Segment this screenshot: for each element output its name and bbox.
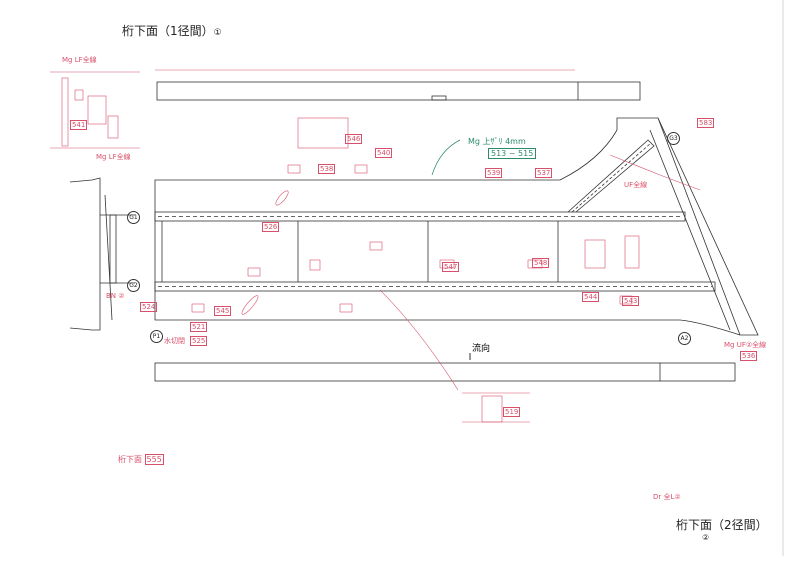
plan-box: 545 <box>214 306 232 316</box>
label-p1: P1 <box>150 330 163 343</box>
g3-box: 583 <box>697 118 715 128</box>
bottom-left-label: 桁下面 <box>118 455 142 464</box>
title-span1-mark: ① <box>213 28 222 38</box>
detail-title: Mg LF全線 <box>62 56 97 64</box>
p1-box3: 524 <box>140 302 158 312</box>
flow-detail-box: 519 <box>503 407 521 417</box>
bottom-left-box: 555 <box>144 454 164 465</box>
corner-note: Dr 全L② <box>653 493 681 501</box>
detail-bottom-note: Mg LF全線 <box>96 153 131 161</box>
plan-box: 539 <box>485 168 503 178</box>
p1-box2: 521 <box>190 322 208 332</box>
p1-box: 525 <box>190 336 208 346</box>
label-g3: G3 <box>667 132 680 145</box>
plan-box: 537 <box>535 168 553 178</box>
plan-box: 540 <box>375 148 393 158</box>
right-note: Mg UF②全線 <box>724 341 767 349</box>
green-range: 513 ~ 515 <box>488 148 537 159</box>
green-note: Mg 上ｻﾞﾘ 4mm <box>468 137 526 146</box>
diagonal-brace <box>567 139 655 213</box>
elevation-top <box>156 81 641 101</box>
label-g1: G1 <box>127 211 140 224</box>
girder-g2 <box>154 281 716 292</box>
plan-box: 543 <box>622 296 640 306</box>
plan-box: 547 <box>442 262 460 272</box>
title-span1: 桁下面（1径間） <box>122 24 214 38</box>
plan-outline <box>154 117 759 336</box>
label-a2: A2 <box>678 332 691 345</box>
plan-box: 544 <box>582 292 600 302</box>
title-span2-mark: ② <box>702 533 710 542</box>
label-g2: G2 <box>127 279 140 292</box>
plan-box: 546 <box>345 134 363 144</box>
elevation-bottom <box>154 362 736 382</box>
pier-section <box>69 177 101 331</box>
plan-box: 526 <box>262 222 280 232</box>
right-box: 536 <box>740 351 758 361</box>
plan-box: 538 <box>318 164 336 174</box>
p1-note2: 水切閉 <box>164 337 185 345</box>
a2-note: UF全線 <box>624 181 648 189</box>
plan-box: 548 <box>532 258 550 268</box>
green-arrow <box>431 139 461 176</box>
p1-note1: BN ② <box>106 292 125 300</box>
flow-direction-label: 流向 <box>472 344 491 354</box>
detail-box: 541 <box>70 120 88 130</box>
girder-g1 <box>154 211 686 222</box>
title-span2: 桁下面（2径間） <box>676 518 768 532</box>
